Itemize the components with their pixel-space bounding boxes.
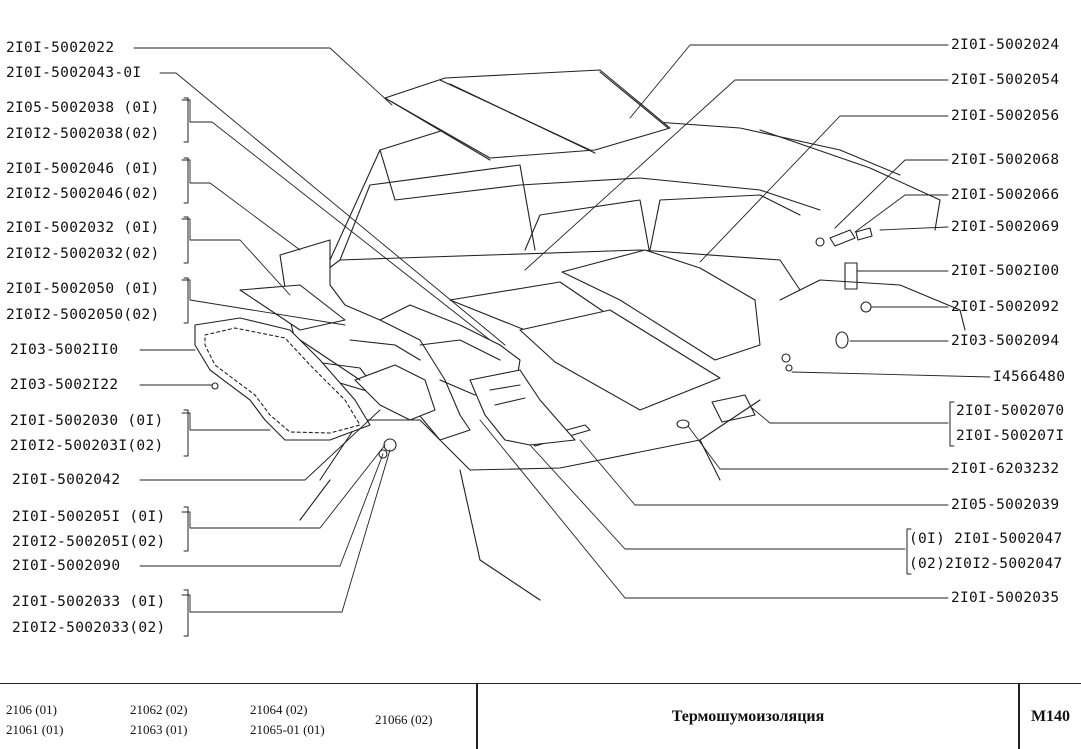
part-label: (02)2I0I2-5002047 xyxy=(909,556,1063,572)
page-title: Термошумоизоляция xyxy=(671,708,825,725)
part-label: 2I0I-5002033 (0I) xyxy=(12,594,166,610)
part-label: 2I0I-5002092 xyxy=(951,299,1060,315)
hood-insulation-pad xyxy=(194,317,371,441)
part-label: 2I0I-5002032 (0I) xyxy=(6,220,160,236)
part-label: 2I0I-5002024 xyxy=(951,37,1060,53)
clips-and-plugs xyxy=(211,227,873,459)
part-label: 2I05-5002039 xyxy=(951,497,1060,513)
title-block: 2106 (01) 21061 (01) 21062 (02) 21063 (0… xyxy=(0,683,1081,749)
sheet-code: M140 xyxy=(1030,708,1071,725)
part-label: 2I0I-5002090 xyxy=(12,558,121,574)
part-label: 2I0I-500205I (0I) xyxy=(12,509,166,525)
model-code: 21061 (01) xyxy=(6,722,64,737)
part-label: 2I03-5002II0 xyxy=(10,342,119,358)
title-block-divider xyxy=(476,684,478,749)
part-label: 2I0I2-500203I(02) xyxy=(10,438,164,454)
part-label: 2I03-5002094 xyxy=(951,333,1060,349)
part-label: 2I0I-5002068 xyxy=(951,152,1060,168)
part-label: 2I0I-5002035 xyxy=(951,590,1060,606)
part-label: 2I0I2-5002033(02) xyxy=(12,620,166,636)
part-label: 2I0I-5002069 xyxy=(951,219,1060,235)
part-label: 2I03-5002I22 xyxy=(10,377,119,393)
part-label: 2I0I-5002070 xyxy=(956,403,1065,419)
label-brackets-left xyxy=(183,97,189,637)
part-label: 2I0I-6203232 xyxy=(951,461,1060,477)
roof-insulation-panels xyxy=(384,69,671,161)
part-label: 2I0I2-5002032(02) xyxy=(6,246,160,262)
part-label: 2I0I-5002056 xyxy=(951,108,1060,124)
part-label: 2I0I-5002042 xyxy=(12,472,121,488)
part-label: 2I0I-5002054 xyxy=(951,72,1060,88)
insulation-diagram xyxy=(133,44,991,637)
model-code: 2106 (01) xyxy=(6,702,57,717)
title-block-divider xyxy=(1018,684,1020,749)
part-label: 2I0I2-5002050(02) xyxy=(6,307,160,323)
part-label: 2I0I2-5002046(02) xyxy=(6,186,160,202)
part-label: 2I0I-5002066 xyxy=(951,187,1060,203)
part-label: 2I0I-5002I00 xyxy=(951,263,1060,279)
part-label: 2I0I-5002030 (0I) xyxy=(10,413,164,429)
part-label: 2I0I-5002046 (0I) xyxy=(6,161,160,177)
part-label: 2I05-5002038 (0I) xyxy=(6,100,160,116)
model-code: 21065-01 (01) xyxy=(250,722,325,737)
model-code: 21063 (01) xyxy=(130,722,188,737)
leader-lines-right xyxy=(479,44,991,599)
part-label: 2I0I-5002050 (0I) xyxy=(6,281,160,297)
leader-lines-left xyxy=(133,47,506,613)
part-label: (0I) 2I0I-5002047 xyxy=(909,531,1063,547)
part-label: 2I0I-5002043-0I xyxy=(6,65,142,81)
part-label: 2I0I2-5002038(02) xyxy=(6,126,160,142)
model-code: 21066 (02) xyxy=(375,712,433,727)
car-body-outline xyxy=(299,117,966,601)
rear-floor-mats xyxy=(449,249,761,447)
model-code: 21064 (02) xyxy=(250,702,308,717)
part-label: 2I0I-5002022 xyxy=(6,40,115,56)
part-label: 2I0I2-500205I(02) xyxy=(12,534,166,550)
front-tunnel-insulation xyxy=(239,239,576,446)
part-label: 2I0I-500207I xyxy=(956,428,1065,444)
part-label: I4566480 xyxy=(993,369,1066,385)
model-code: 21062 (02) xyxy=(130,702,188,717)
label-brackets-right xyxy=(906,401,955,575)
